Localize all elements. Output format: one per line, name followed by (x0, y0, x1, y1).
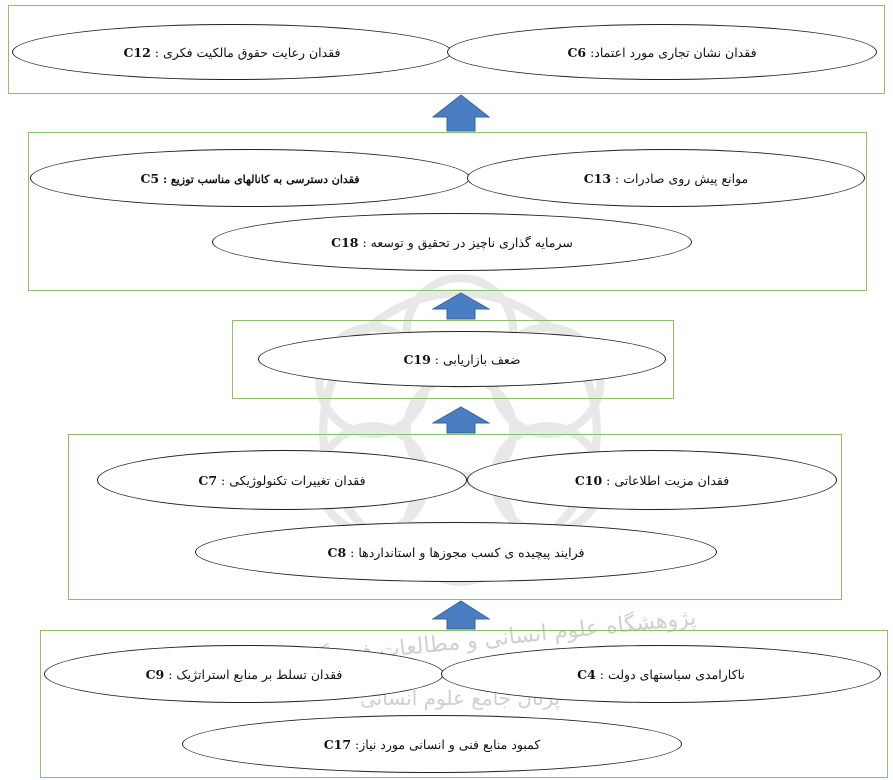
up-arrow-3 (432, 406, 490, 434)
node-c7-code: C7 (198, 472, 218, 488)
level-1-box (8, 5, 885, 94)
node-c4-label: : ناکارامدی سیاستهای دولت (595, 666, 745, 682)
node-c18-code: C18 (331, 234, 359, 250)
node-c9: C9 : فقدان تسلط بر منابع استراتژیک (44, 645, 444, 703)
node-c8-label: : فرایند پیچیده ی کسب مجوزها و استاندارد… (346, 544, 585, 560)
node-c17: C17 :کمبود منابع فنی و انسانی مورد نیاز (182, 715, 682, 773)
node-c13-label: : موانع پیش روی صادرات (611, 170, 749, 186)
node-c19: C19 : ضعف بازاریابی (258, 331, 666, 387)
node-c18-label: : سرمایه گذاری ناچیز در تحقیق و توسعه (358, 234, 573, 250)
node-c5-label: : فقدان دسترسی به کانالهای مناسب توزیع (159, 172, 360, 186)
node-c19-label: : ضعف بازاریابی (430, 351, 521, 367)
node-c10: C10 : فقدان مزیت اطلاعاتی (467, 450, 837, 510)
node-c12-label: : فقدان رعایت حقوق مالکیت فکری (150, 44, 341, 60)
node-c9-code: C9 (145, 666, 165, 682)
node-c7: C7 : فقدان تغییرات تکنولوژیکی (97, 450, 467, 510)
node-c4: C4 : ناکارامدی سیاستهای دولت (441, 645, 881, 703)
up-arrow-2 (432, 292, 490, 320)
node-c13-code: C13 (583, 170, 612, 186)
node-c10-label: : فقدان مزیت اطلاعاتی (602, 472, 730, 488)
up-arrow-4 (432, 600, 490, 630)
node-c8-code: C8 (327, 544, 347, 560)
node-c6-code: C6 (567, 44, 587, 60)
level-4-box (68, 434, 842, 600)
node-c4-code: C4 (577, 666, 596, 682)
node-c12-code: C12 (123, 44, 151, 60)
level-3-box (232, 320, 674, 399)
node-c17-code: C17 (323, 736, 352, 752)
node-c10-code: C10 (574, 472, 603, 488)
up-arrow-1 (432, 94, 490, 132)
node-c8: C8 : فرایند پیچیده ی کسب مجوزها و استاند… (195, 522, 717, 582)
node-c5: C5 : فقدان دسترسی به کانالهای مناسب توزی… (30, 149, 470, 207)
node-c9-label: : فقدان تسلط بر منابع استراتژیک (164, 666, 343, 682)
node-c6: C6 :فقدان نشان تجاری مورد اعتماد (447, 24, 877, 80)
level-5-box (40, 630, 888, 778)
node-c17-label: :کمبود منابع فنی و انسانی مورد نیاز (351, 736, 541, 752)
level-2-box (28, 132, 867, 291)
node-c7-label: : فقدان تغییرات تکنولوژیکی (217, 472, 366, 488)
node-c19-code: C19 (403, 351, 431, 367)
node-c18: C18 : سرمایه گذاری ناچیز در تحقیق و توسع… (212, 213, 692, 271)
node-c13: C13 : موانع پیش روی صادرات (467, 149, 865, 207)
node-c12: C12 : فقدان رعایت حقوق مالکیت فکری (12, 24, 452, 80)
node-c5-code: C5 (140, 170, 160, 186)
node-c6-label: :فقدان نشان تجاری مورد اعتماد (586, 44, 757, 60)
